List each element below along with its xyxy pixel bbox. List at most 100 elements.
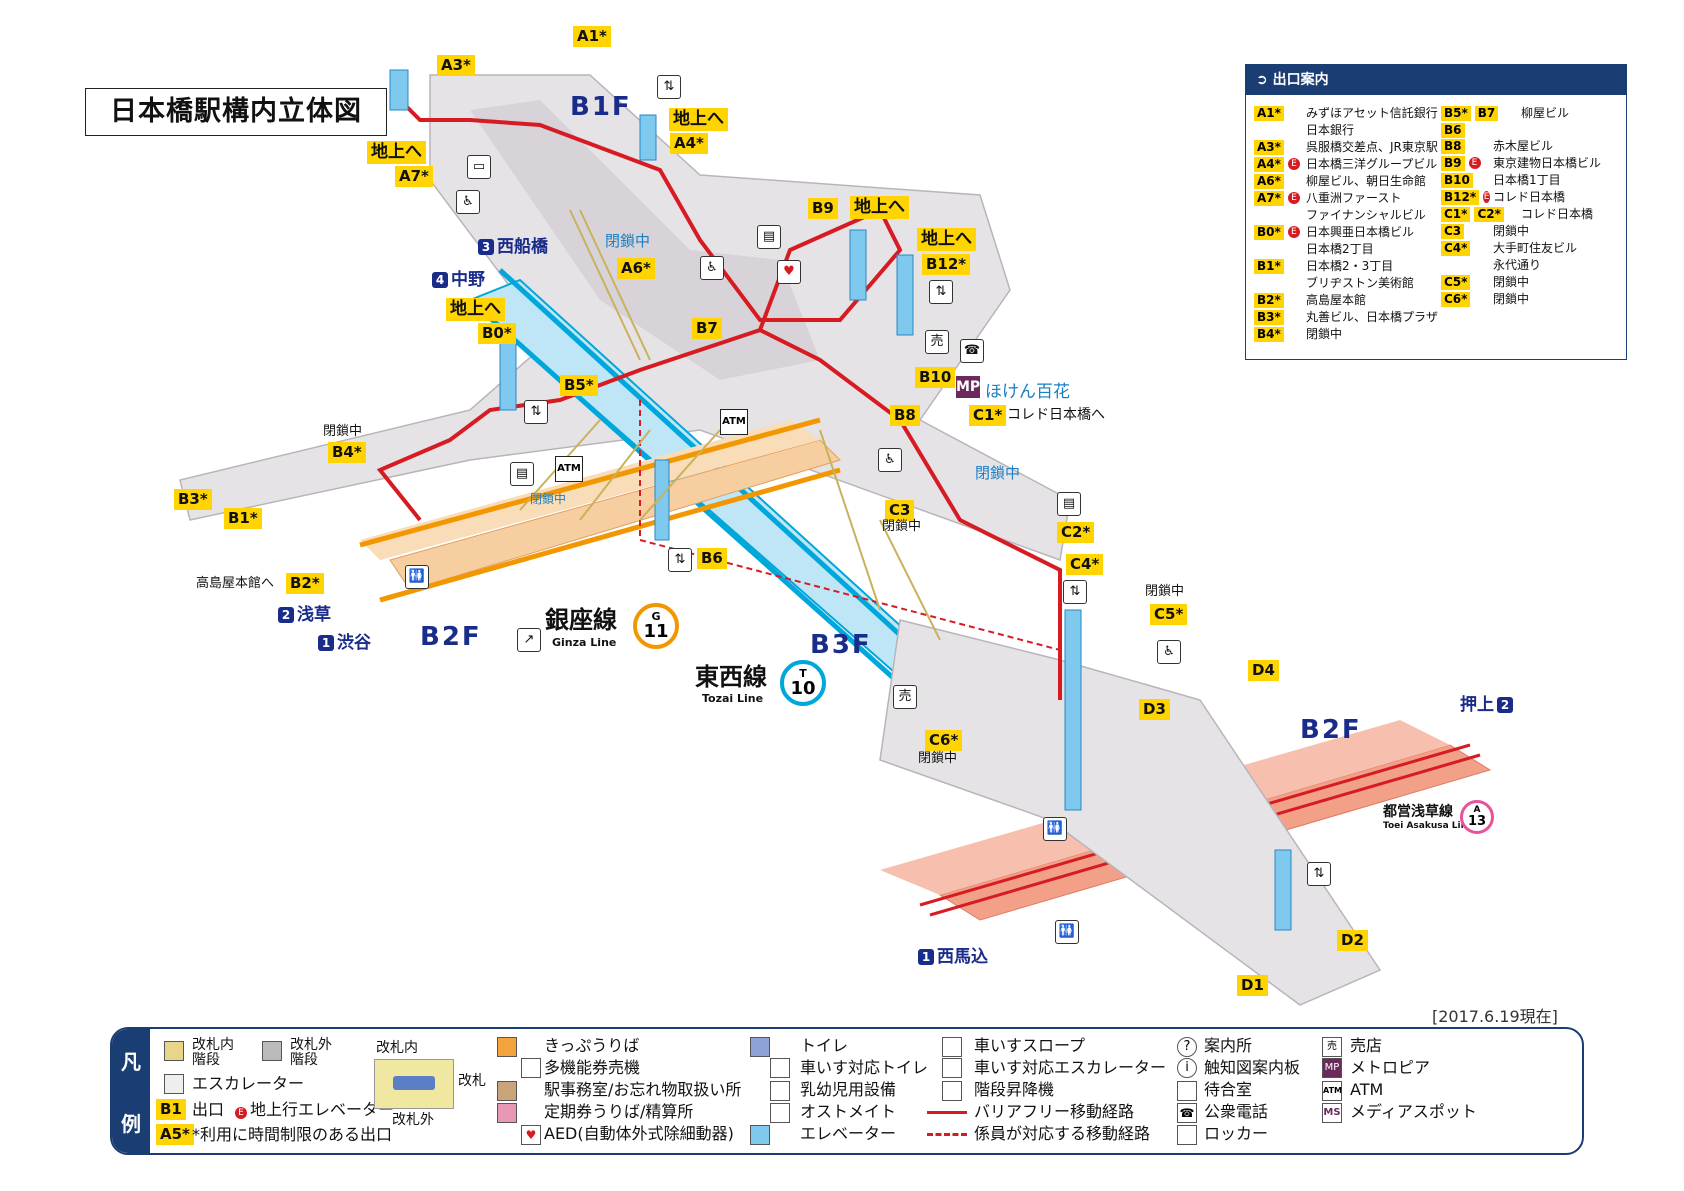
exit-badge: B2*	[1254, 293, 1284, 308]
exit-destination: 日本興亜日本橋ビル	[1306, 225, 1415, 239]
map-exit-A4[interactable]: A4*	[670, 133, 708, 154]
map-exit-B10[interactable]: B10	[915, 367, 956, 388]
exit-guide-row: 日本橋2丁目	[1254, 241, 1438, 258]
legend-c3-3: 定期券うりば/精算所	[544, 1102, 694, 1121]
exit-badge: C6*	[1441, 292, 1471, 307]
map-exit-A1[interactable]: A1*	[573, 26, 611, 47]
map-exit-C1[interactable]: C1*	[969, 405, 1007, 426]
legend-exit-badge: B1	[156, 1099, 186, 1120]
exit-badge: B5*	[1441, 106, 1471, 121]
legend-tag-char: 凡	[121, 1049, 141, 1074]
stairs-in-icon	[164, 1041, 184, 1061]
exit-destination: ブリヂストン美術館	[1306, 276, 1415, 290]
legend-c6-0: 案内所	[1204, 1036, 1253, 1055]
locker-icon: ▤	[510, 462, 534, 486]
locker-icon: ▤	[757, 225, 781, 249]
exit-badge: B12*	[1441, 190, 1480, 205]
map-exit-D3[interactable]: D3	[1139, 699, 1170, 720]
elevator-icon: ⇅	[1307, 862, 1331, 886]
exit-guide-row: A6*柳屋ビル、朝日生命館	[1254, 173, 1438, 190]
map-exit-C2[interactable]: C2*	[1057, 522, 1095, 543]
waiting-room-icon	[1177, 1081, 1197, 1101]
map-exit-B12[interactable]: B12*	[922, 254, 971, 275]
map-exit-B6[interactable]: B6	[697, 548, 727, 569]
elevator-e-icon: E	[1468, 157, 1481, 169]
media-spot-icon: MS	[1322, 1103, 1342, 1123]
legend-c4-1: 車いす対応トイレ	[800, 1058, 929, 1077]
map-exit-D4[interactable]: D4	[1248, 660, 1279, 681]
wheelchair-icon: ♿	[878, 448, 902, 472]
exit-destination: みずほアセット信託銀行	[1306, 106, 1438, 120]
legend-c5-4: 係員が対応する移動経路	[974, 1124, 1151, 1143]
aed-icon: ♥	[521, 1125, 541, 1145]
map-exit-A7[interactable]: A7*	[395, 166, 433, 187]
map-exit-C4[interactable]: C4*	[1066, 554, 1104, 575]
map-title: 日本橋駅構内立体図	[85, 88, 387, 136]
legend-c6-1: 触知図案内板	[1204, 1058, 1301, 1077]
escalator-icon	[164, 1074, 184, 1094]
map-exit-B0[interactable]: B0*	[478, 323, 516, 344]
map-exit-B1[interactable]: B1*	[224, 508, 262, 529]
legend-c4-0: トイレ	[800, 1036, 849, 1055]
exit-destination: コレド日本橋	[1493, 190, 1566, 204]
map-exit-B4[interactable]: B4*	[328, 442, 366, 463]
legend-gate-box	[374, 1059, 454, 1109]
exit-badge-wrap	[1254, 207, 1306, 224]
map-exit-B9[interactable]: B9	[808, 198, 838, 219]
closed-label: 閉鎖中	[1145, 584, 1185, 599]
legend-c6-4: ロッカー	[1204, 1124, 1269, 1143]
elevator-shaft	[849, 229, 867, 301]
legend-c7-2: ATM	[1350, 1080, 1384, 1099]
legend-c3-2: 駅事務室/お忘れ物取扱い所	[544, 1080, 742, 1099]
direction-label: 西馬込	[937, 947, 988, 967]
legend-c5-2: 階段昇降機	[974, 1080, 1055, 1099]
exit-badge: B4*	[1254, 327, 1284, 342]
map-exit-B3[interactable]: B3*	[174, 489, 212, 510]
ginza-platform-2	[360, 420, 820, 560]
exit-badge: B3*	[1254, 310, 1284, 325]
legend-c4-2: 乳幼児用設備	[800, 1080, 897, 1099]
floor-b1f: B1F	[570, 92, 632, 122]
legend-c5-1: 車いす対応エスカレーター	[974, 1058, 1167, 1077]
route-line-icon	[927, 1111, 967, 1114]
map-exit-B2[interactable]: B2*	[286, 573, 324, 594]
legend-time-badge: A5*	[156, 1124, 194, 1145]
staff-route-line-icon	[927, 1133, 967, 1136]
elevator-icon: ⇅	[1063, 580, 1087, 604]
exit-badge-wrap: B0*E	[1254, 224, 1306, 241]
map-exit-C3[interactable]: C3	[885, 500, 915, 521]
wheelchair-icon: ♿	[1157, 640, 1181, 664]
asakusa-line-en: Toei Asakusa Line	[1383, 821, 1474, 831]
exit-guide-row: B1*日本橋2・3丁目	[1254, 258, 1438, 275]
map-exit-D1[interactable]: D1	[1237, 975, 1268, 996]
barrier-free-route	[376, 93, 903, 522]
exit-destination: 赤木屋ビル	[1493, 139, 1554, 153]
map-exit-A6[interactable]: A6*	[617, 258, 655, 279]
exit-guide-row: B4*閉鎖中	[1254, 326, 1438, 343]
exit-badge-wrap	[1254, 241, 1306, 258]
elevator-icon: ⇅	[524, 400, 548, 424]
map-exit-C5[interactable]: C5*	[1150, 604, 1188, 625]
elevator-shaft	[654, 459, 670, 541]
locker-icon	[1177, 1125, 1197, 1145]
map-exit-B7[interactable]: B7	[692, 318, 722, 339]
exit-badge-wrap: C1*C2*	[1441, 206, 1521, 223]
legend-tag: 凡 例	[112, 1029, 150, 1153]
map-exit-A3[interactable]: A3*	[437, 55, 475, 76]
exit-guide-row: B3*丸善ビル、日本橋プラザ	[1254, 309, 1438, 326]
exit-badge: C5*	[1441, 275, 1471, 290]
elevator-e-icon: E	[1483, 191, 1490, 203]
map-exit-D2[interactable]: D2	[1337, 930, 1368, 951]
map-exit-C6[interactable]: C6*	[925, 730, 963, 751]
map-exit-B8[interactable]: B8	[890, 405, 920, 426]
asakusa-letter: A	[1473, 805, 1481, 815]
exit-guide-row: 永代通り	[1441, 257, 1601, 274]
legend-tag-char: 例	[121, 1111, 141, 1136]
station-office-icon	[497, 1081, 517, 1101]
map-exit-B5[interactable]: B5*	[560, 375, 598, 396]
